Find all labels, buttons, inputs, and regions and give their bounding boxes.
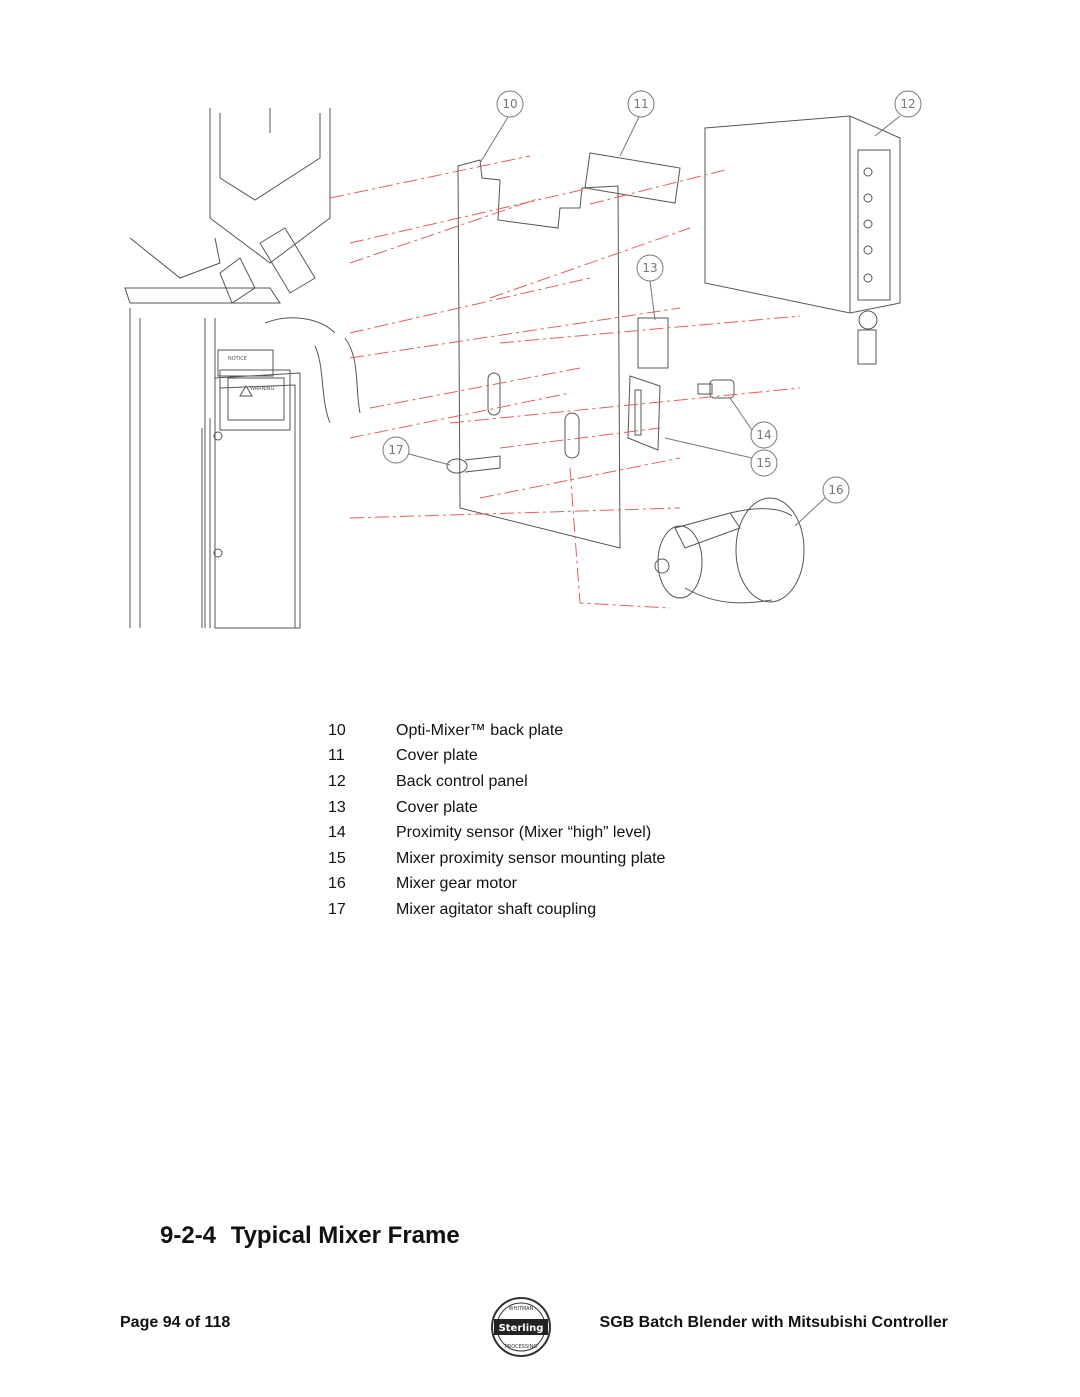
legend-item: 17 Mixer agitator shaft coupling bbox=[322, 897, 665, 923]
legend-description: Mixer proximity sensor mounting plate bbox=[396, 849, 666, 867]
legend-item: 11 Cover plate bbox=[322, 744, 665, 770]
section-title-text: Typical Mixer Frame bbox=[230, 1222, 460, 1249]
legend-number: 11 bbox=[328, 747, 345, 765]
legend-number: 13 bbox=[328, 798, 346, 816]
legend-description: Proximity sensor (Mixer “high” level) bbox=[396, 824, 652, 842]
callout-14: 14 bbox=[756, 428, 771, 442]
legend-number: 12 bbox=[328, 772, 346, 790]
page-number: Page 94 of 118 bbox=[120, 1314, 231, 1331]
callout-11: 11 bbox=[633, 97, 648, 111]
callout-16: 16 bbox=[828, 483, 843, 497]
legend-number: 17 bbox=[328, 900, 346, 918]
callout-15: 15 bbox=[756, 456, 771, 470]
legend-description: Cover plate bbox=[396, 747, 478, 765]
legend-description: Mixer gear motor bbox=[396, 875, 517, 893]
section-number: 9-2-4 bbox=[160, 1222, 217, 1249]
legend-description: Back control panel bbox=[396, 772, 528, 790]
legend-description: Mixer agitator shaft coupling bbox=[396, 900, 597, 918]
logo-bottom-text: PROCESSING bbox=[505, 1344, 538, 1350]
legend-item: 15 Mixer proximity sensor mounting plate bbox=[322, 846, 665, 872]
legend-item: 16 Mixer gear motor bbox=[322, 872, 665, 898]
sterling-logo: WHITMAN Sterling PROCESSING bbox=[491, 1297, 551, 1357]
logo-brand-text: Sterling bbox=[499, 1323, 544, 1334]
notice-label-text: NOTICE bbox=[228, 356, 247, 362]
warning-label-text: WARNING bbox=[250, 386, 275, 392]
legend-number: 15 bbox=[328, 849, 346, 867]
legend-item: 13 Cover plate bbox=[322, 795, 665, 821]
legend-number: 14 bbox=[328, 824, 346, 842]
document-title: SGB Batch Blender with Mitsubishi Contro… bbox=[599, 1314, 948, 1331]
parts-legend: 10 Opti-Mixer™ back plate 11 Cover plate… bbox=[322, 718, 665, 923]
mixer-frame-exploded-drawing: 10 11 12 13 14 15 16 17 NOTICE WARNING bbox=[124, 90, 922, 629]
callout-13: 13 bbox=[642, 261, 657, 275]
legend-item: 14 Proximity sensor (Mixer “high” level) bbox=[322, 820, 665, 846]
legend-description: Opti-Mixer™ back plate bbox=[396, 721, 564, 739]
callout-17: 17 bbox=[388, 443, 403, 457]
legend-number: 16 bbox=[328, 875, 346, 893]
callout-10: 10 bbox=[502, 97, 517, 111]
logo-top-text: WHITMAN bbox=[509, 1306, 534, 1312]
callout-12: 12 bbox=[900, 97, 915, 111]
legend-description: Cover plate bbox=[396, 798, 478, 816]
legend-item: 12 Back control panel bbox=[322, 769, 665, 795]
section-heading: 9-2-4 Typical Mixer Frame bbox=[160, 1222, 460, 1250]
legend-number: 10 bbox=[328, 721, 346, 739]
legend-item: 10 Opti-Mixer™ back plate bbox=[322, 718, 665, 744]
